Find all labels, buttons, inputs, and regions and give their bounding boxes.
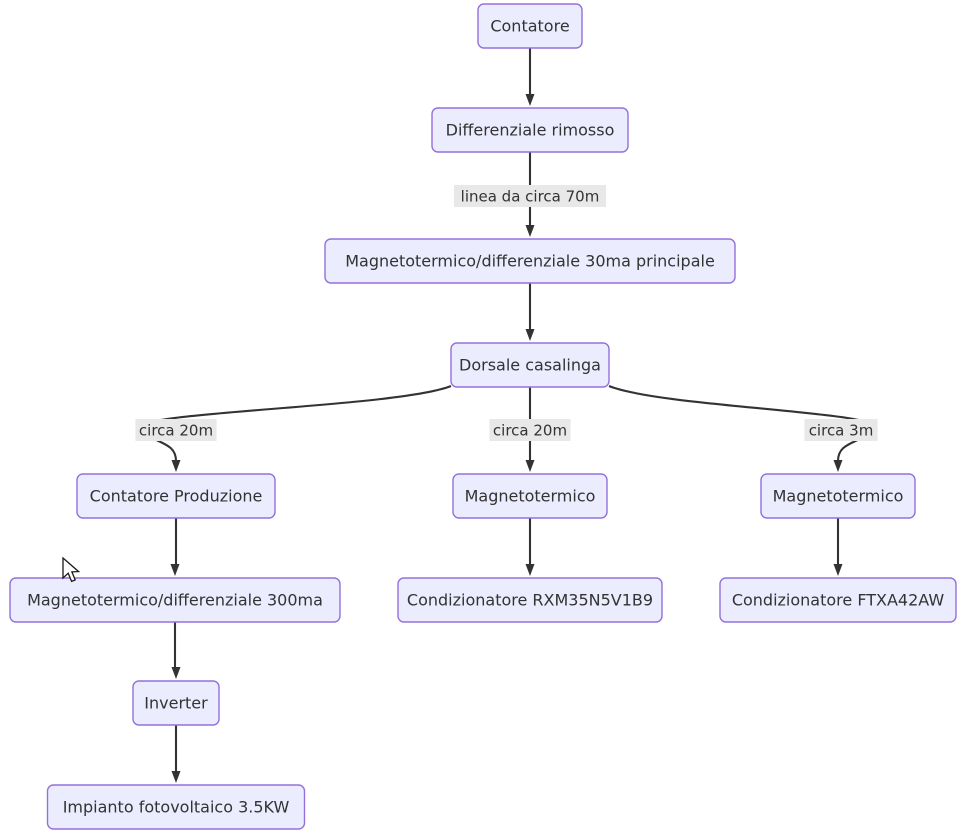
edge-arrowhead <box>525 94 535 106</box>
node-box[interactable] <box>324 238 736 284</box>
node-box[interactable] <box>9 577 341 623</box>
flow-node-differenziale[interactable]: Differenziale rimosso <box>431 107 629 153</box>
edge-label-background <box>489 419 571 441</box>
flow-node-cond_rxm[interactable]: Condizionatore RXM35N5V1B9 <box>397 577 663 623</box>
flow-edge-dorsale-to-contatore_prod <box>137 385 452 462</box>
node-label: Magnetotermico <box>465 487 596 506</box>
node-box[interactable] <box>477 3 583 49</box>
node-box[interactable] <box>760 473 916 519</box>
edge-arrowhead <box>171 667 181 679</box>
edge-label-text: linea da circa 70m <box>461 188 600 206</box>
edge-arrowhead <box>833 460 843 472</box>
edge-label-background <box>804 419 878 441</box>
node-label: Inverter <box>144 694 208 713</box>
node-label: Dorsale casalinga <box>459 356 601 375</box>
node-box[interactable] <box>431 107 629 153</box>
edge-arrowhead <box>525 329 535 341</box>
flow-node-contatore_prod[interactable]: Contatore Produzione <box>76 473 276 519</box>
flow-node-magneto_right[interactable]: Magnetotermico <box>760 473 916 519</box>
flow-node-magneto_mid[interactable]: Magnetotermico <box>452 473 608 519</box>
edge-label-dorsale-to-magneto_right: circa 3m <box>804 419 878 441</box>
node-label: Condizionatore RXM35N5V1B9 <box>407 591 653 610</box>
edge-label-text: circa 20m <box>139 422 213 440</box>
edge-arrowhead <box>525 460 535 472</box>
flow-node-inverter[interactable]: Inverter <box>132 680 220 726</box>
edge-label-differenziale-to-magneto_principale: linea da circa 70m <box>453 185 607 207</box>
edges-layer <box>137 48 878 783</box>
flow-node-dorsale[interactable]: Dorsale casalinga <box>450 342 610 388</box>
edge-arrowhead <box>171 460 181 472</box>
node-label: Magnetotermico/differenziale 30ma princi… <box>345 252 715 271</box>
edge-label-background <box>453 185 607 207</box>
node-label: Impianto fotovoltaico 3.5KW <box>63 798 290 817</box>
node-box[interactable] <box>452 473 608 519</box>
edge-label-background <box>135 419 217 441</box>
flow-node-magneto_300[interactable]: Magnetotermico/differenziale 300ma <box>9 577 341 623</box>
edge-label-text: circa 3m <box>809 422 874 440</box>
node-label: Condizionatore FTXA42AW <box>732 591 945 610</box>
node-box[interactable] <box>46 784 306 830</box>
flow-node-magneto_principale[interactable]: Magnetotermico/differenziale 30ma princi… <box>324 238 736 284</box>
edge-arrowhead <box>833 564 843 576</box>
flow-node-fotovoltaico[interactable]: Impianto fotovoltaico 3.5KW <box>46 784 306 830</box>
node-label: Magnetotermico/differenziale 300ma <box>27 591 323 610</box>
edge-label-dorsale-to-magneto_mid: circa 20m <box>489 419 571 441</box>
node-box[interactable] <box>132 680 220 726</box>
flow-node-contatore[interactable]: Contatore <box>477 3 583 49</box>
node-label: Contatore Produzione <box>90 487 263 506</box>
edge-arrowhead <box>170 564 180 576</box>
edge-label-text: circa 20m <box>493 422 567 440</box>
node-label: Contatore <box>490 17 569 36</box>
edge-arrowhead <box>525 225 535 237</box>
edge-labels-layer: linea da circa 70m circa 20m circa 20m circ… <box>135 185 878 441</box>
node-label: Differenziale rimosso <box>446 121 615 140</box>
node-box[interactable] <box>719 577 957 623</box>
edge-label-dorsale-to-contatore_prod: circa 20m <box>135 419 217 441</box>
edge-arrowhead <box>171 771 181 783</box>
node-box[interactable] <box>450 342 610 388</box>
node-box[interactable] <box>76 473 276 519</box>
edge-arrowhead <box>525 564 535 576</box>
node-label: Magnetotermico <box>773 487 904 506</box>
node-box[interactable] <box>397 577 663 623</box>
flow-node-cond_ftxa[interactable]: Condizionatore FTXA42AW <box>719 577 957 623</box>
